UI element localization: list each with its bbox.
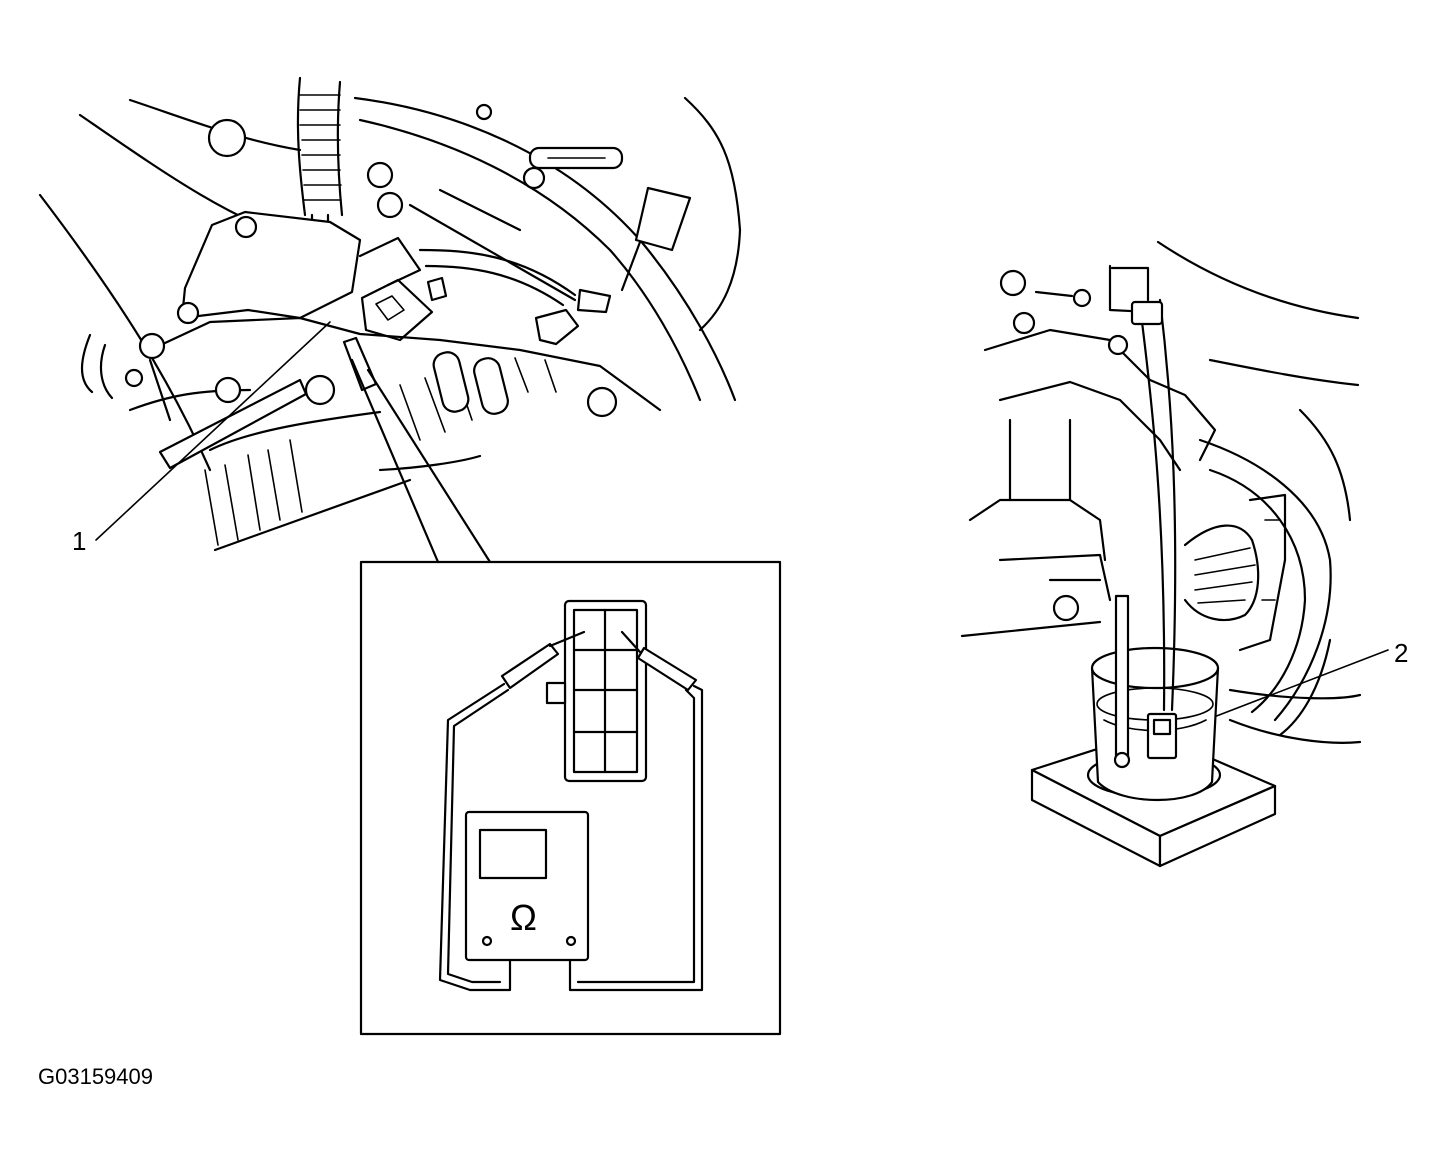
sensor-connector-icon (545, 599, 648, 783)
inset-ohmmeter-check (359, 560, 782, 1036)
heated-water-test-illustration (960, 240, 1389, 868)
thermometer-icon (1113, 594, 1131, 769)
callout-label-1: 1 (72, 526, 87, 556)
ohmmeter-icon (464, 810, 590, 962)
ohm-symbol: Ω (510, 897, 537, 938)
engine-transaxle-illustration (38, 76, 742, 564)
figure-code: G03159409 (38, 1064, 153, 1089)
callout-label-2: 2 (1394, 638, 1409, 668)
